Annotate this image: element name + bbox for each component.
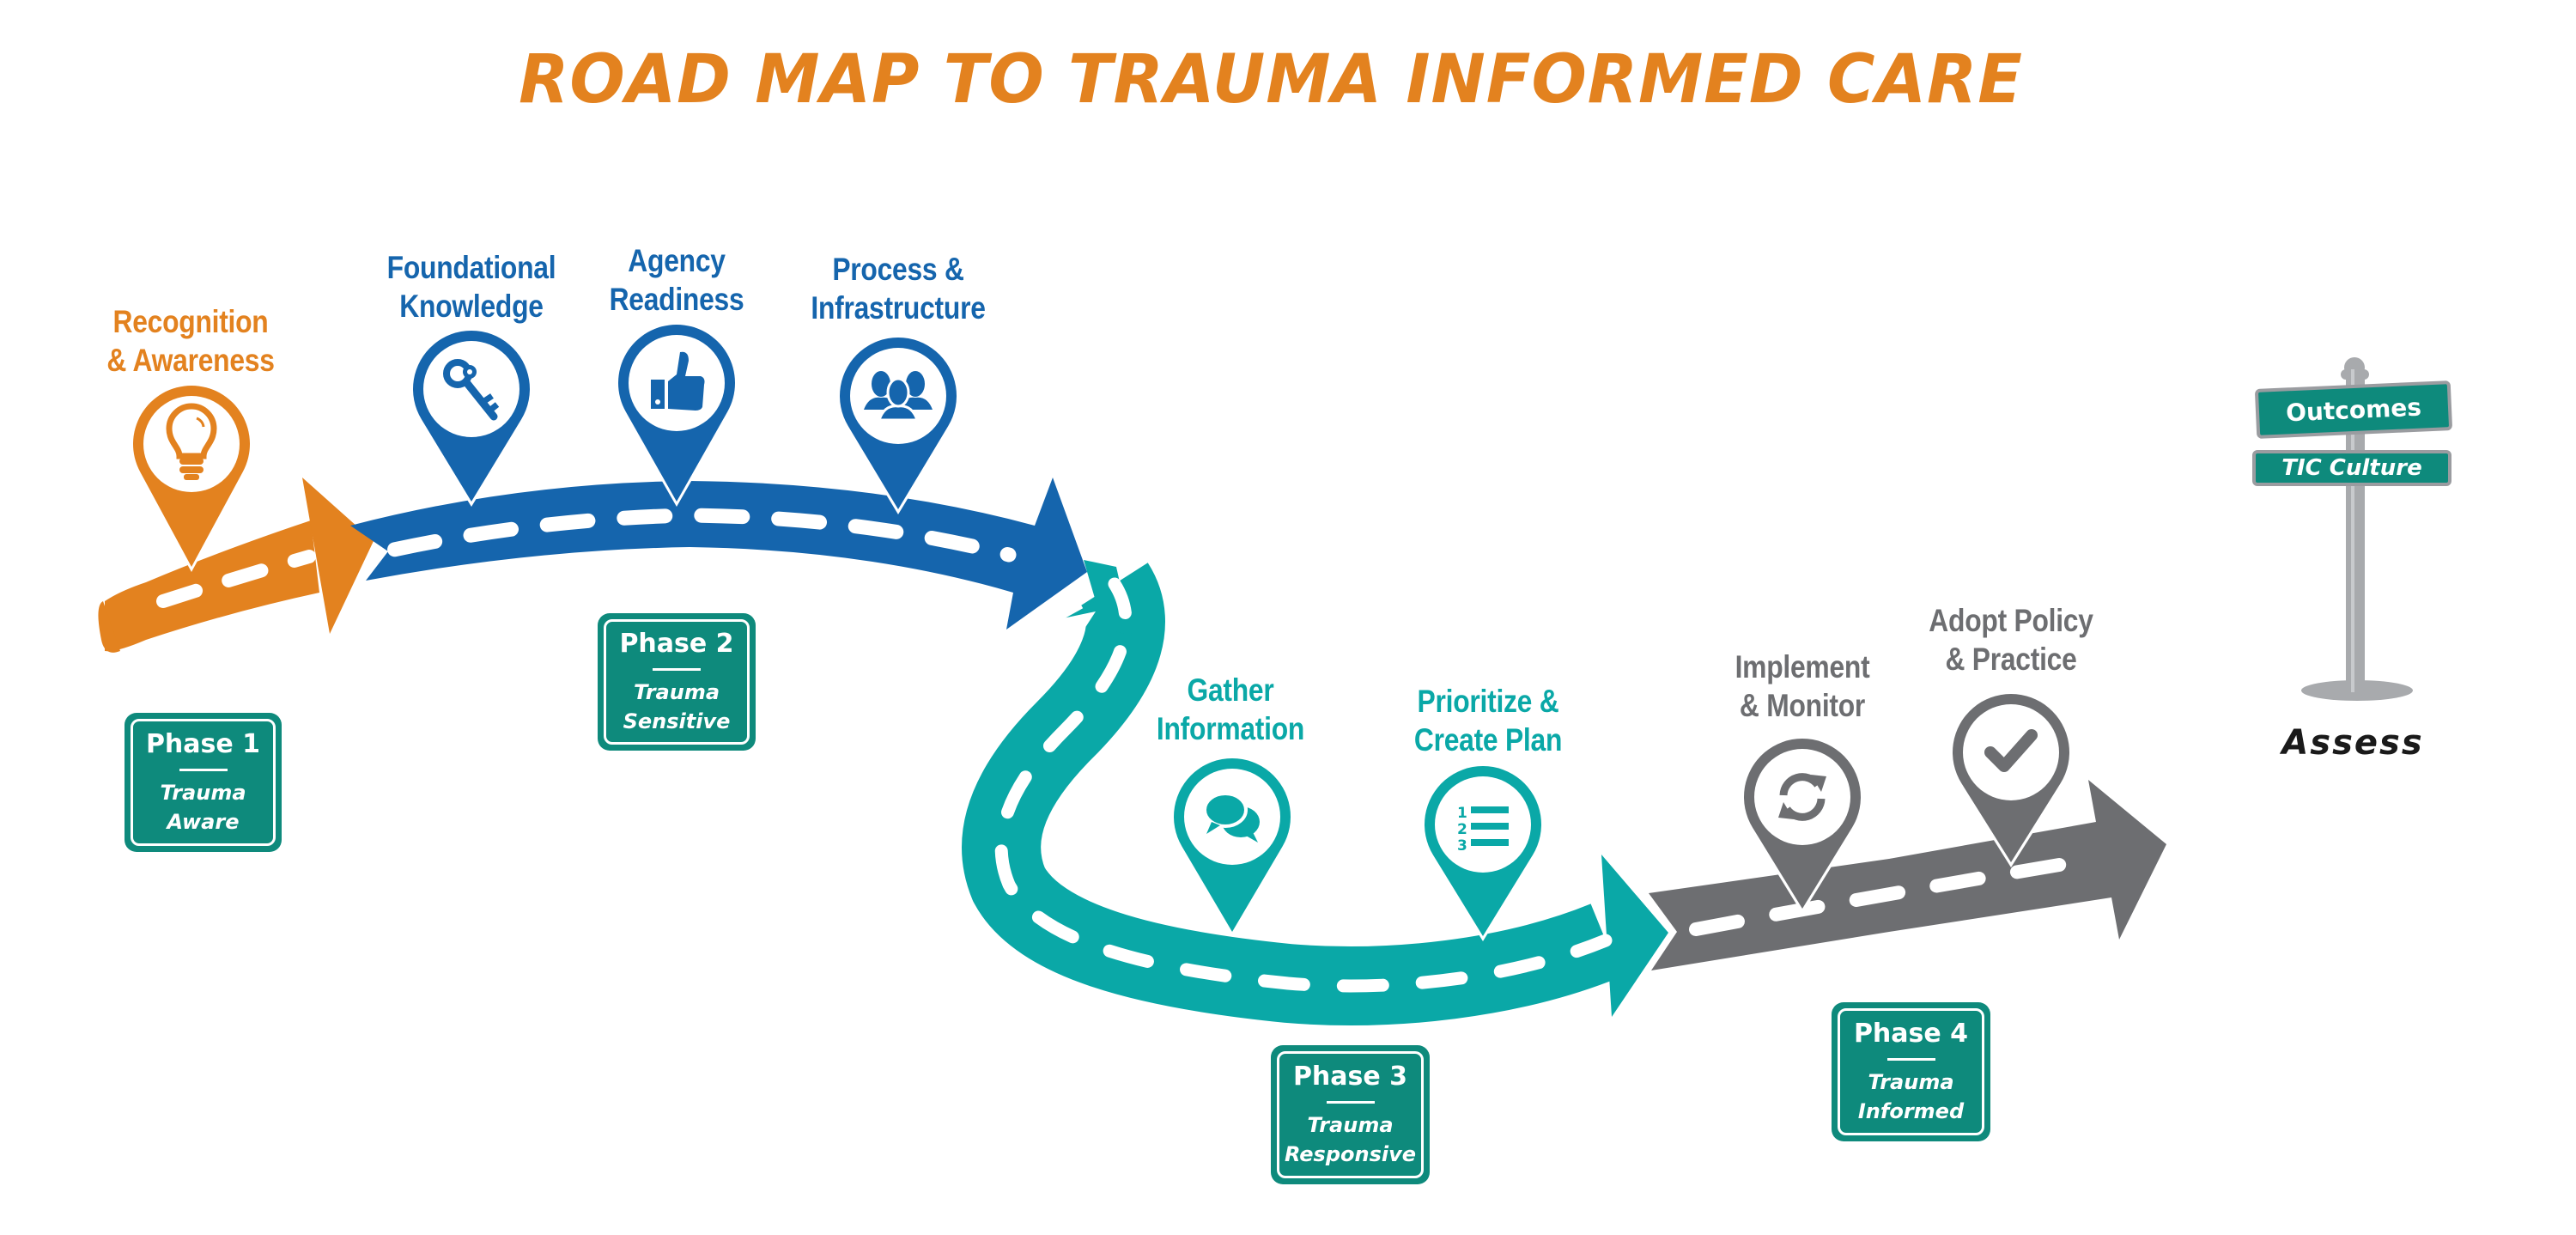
checkmark-icon	[1984, 729, 2038, 772]
map-pin-adopt	[1948, 686, 2074, 867]
svg-text:1: 1	[1457, 805, 1467, 822]
phase-title: Phase 2	[619, 628, 734, 659]
milestone-label-line: Process &	[832, 252, 964, 287]
phase-subtitle: Informed	[1857, 1098, 1965, 1123]
map-pin-prioritize: 1 2 3	[1420, 758, 1546, 941]
road-segment-phase-1	[98, 478, 374, 653]
milestone-label-line: Foundational	[386, 250, 556, 285]
milestone-label-line: Prioritize &	[1417, 684, 1559, 719]
phase-title: Phase 1	[145, 728, 261, 759]
phase-subtitle: Trauma	[633, 679, 720, 704]
page-title: ROAD MAP TO TRAUMA INFORMED CARE	[519, 41, 2023, 119]
milestone-label-prioritize: Prioritize & Create Plan	[1413, 682, 1563, 759]
key-icon	[443, 359, 500, 421]
chat-bubbles-icon	[1203, 792, 1260, 843]
milestone-label-implement: Implement & Monitor	[1735, 648, 1870, 725]
road-segment-phase-2	[350, 478, 1087, 630]
milestone-label-foundational: Foundational Knowledge	[387, 248, 556, 325]
road-segment-phase-4	[1649, 780, 2166, 970]
street-sign-tic-culture: TIC Culture	[2252, 450, 2451, 486]
people-group-icon	[864, 371, 933, 422]
numbered-list-icon: 1 2 3	[1457, 805, 1509, 855]
thumbs-up-icon	[651, 351, 705, 411]
phase-subtitle: Trauma	[160, 780, 246, 805]
map-pin-agency	[614, 317, 739, 507]
lightbulb-icon	[166, 403, 217, 480]
milestone-label-line: Information	[1156, 711, 1305, 746]
phase-divider	[653, 667, 701, 671]
milestone-label-process: Process & Infrastructure	[811, 250, 986, 327]
milestone-label-line: Readiness	[609, 282, 744, 317]
map-pin-implement	[1739, 731, 1865, 914]
svg-text:3: 3	[1457, 837, 1467, 855]
milestone-label-gather: Gather Information	[1157, 671, 1304, 748]
assess-caption: Assess	[2281, 723, 2424, 763]
milestone-label-line: Adopt Policy	[1929, 603, 2093, 638]
milestone-label-line: & Awareness	[106, 343, 275, 378]
milestone-label-line: Recognition	[112, 304, 269, 339]
phase-title: Phase 4	[1853, 1018, 1969, 1049]
milestone-label-line: & Monitor	[1739, 688, 1866, 723]
map-pin-gather	[1169, 751, 1295, 937]
phase-sign-1: Phase 1 Trauma Aware	[125, 713, 282, 852]
phase-subtitle: Aware	[167, 809, 240, 834]
phase-divider	[1886, 1057, 1935, 1061]
phase-sign-4: Phase 4 Trauma Informed	[1832, 1002, 1990, 1141]
map-pin-foundational	[409, 323, 534, 507]
milestone-label-line: Gather	[1187, 672, 1274, 708]
milestone-label-line: Knowledge	[399, 289, 544, 324]
phase-divider	[179, 768, 228, 771]
milestone-label-line: Implement	[1735, 649, 1870, 684]
map-pin-recognition	[128, 378, 254, 572]
street-sign-outcomes: Outcomes	[2254, 380, 2453, 439]
milestone-label-line: Create Plan	[1413, 722, 1563, 757]
milestone-label-recognition: Recognition & Awareness	[106, 302, 275, 380]
milestone-label-line: Infrastructure	[811, 290, 986, 325]
road-segment-phase-3	[962, 560, 1668, 1025]
phase-sign-2: Phase 2 Trauma Sensitive	[598, 613, 756, 751]
milestone-label-line: Agency	[628, 243, 726, 278]
phase-subtitle: Responsive	[1284, 1141, 1417, 1166]
milestone-label-agency: Agency Readiness	[610, 241, 744, 319]
phase-divider	[1326, 1100, 1375, 1104]
milestone-label-adopt: Adopt Policy & Practice	[1929, 601, 2093, 678]
milestone-label-line: & Practice	[1945, 642, 2077, 677]
phase-title: Phase 3	[1292, 1061, 1408, 1092]
phase-sign-3: Phase 3 Trauma Responsive	[1271, 1045, 1430, 1184]
phase-subtitle: Trauma	[1307, 1112, 1394, 1137]
map-pin-process	[835, 330, 961, 514]
phase-subtitle: Trauma	[1868, 1069, 1954, 1094]
phase-subtitle: Sensitive	[623, 709, 731, 733]
svg-text:2: 2	[1457, 821, 1467, 838]
refresh-cycle-icon	[1778, 773, 1826, 821]
